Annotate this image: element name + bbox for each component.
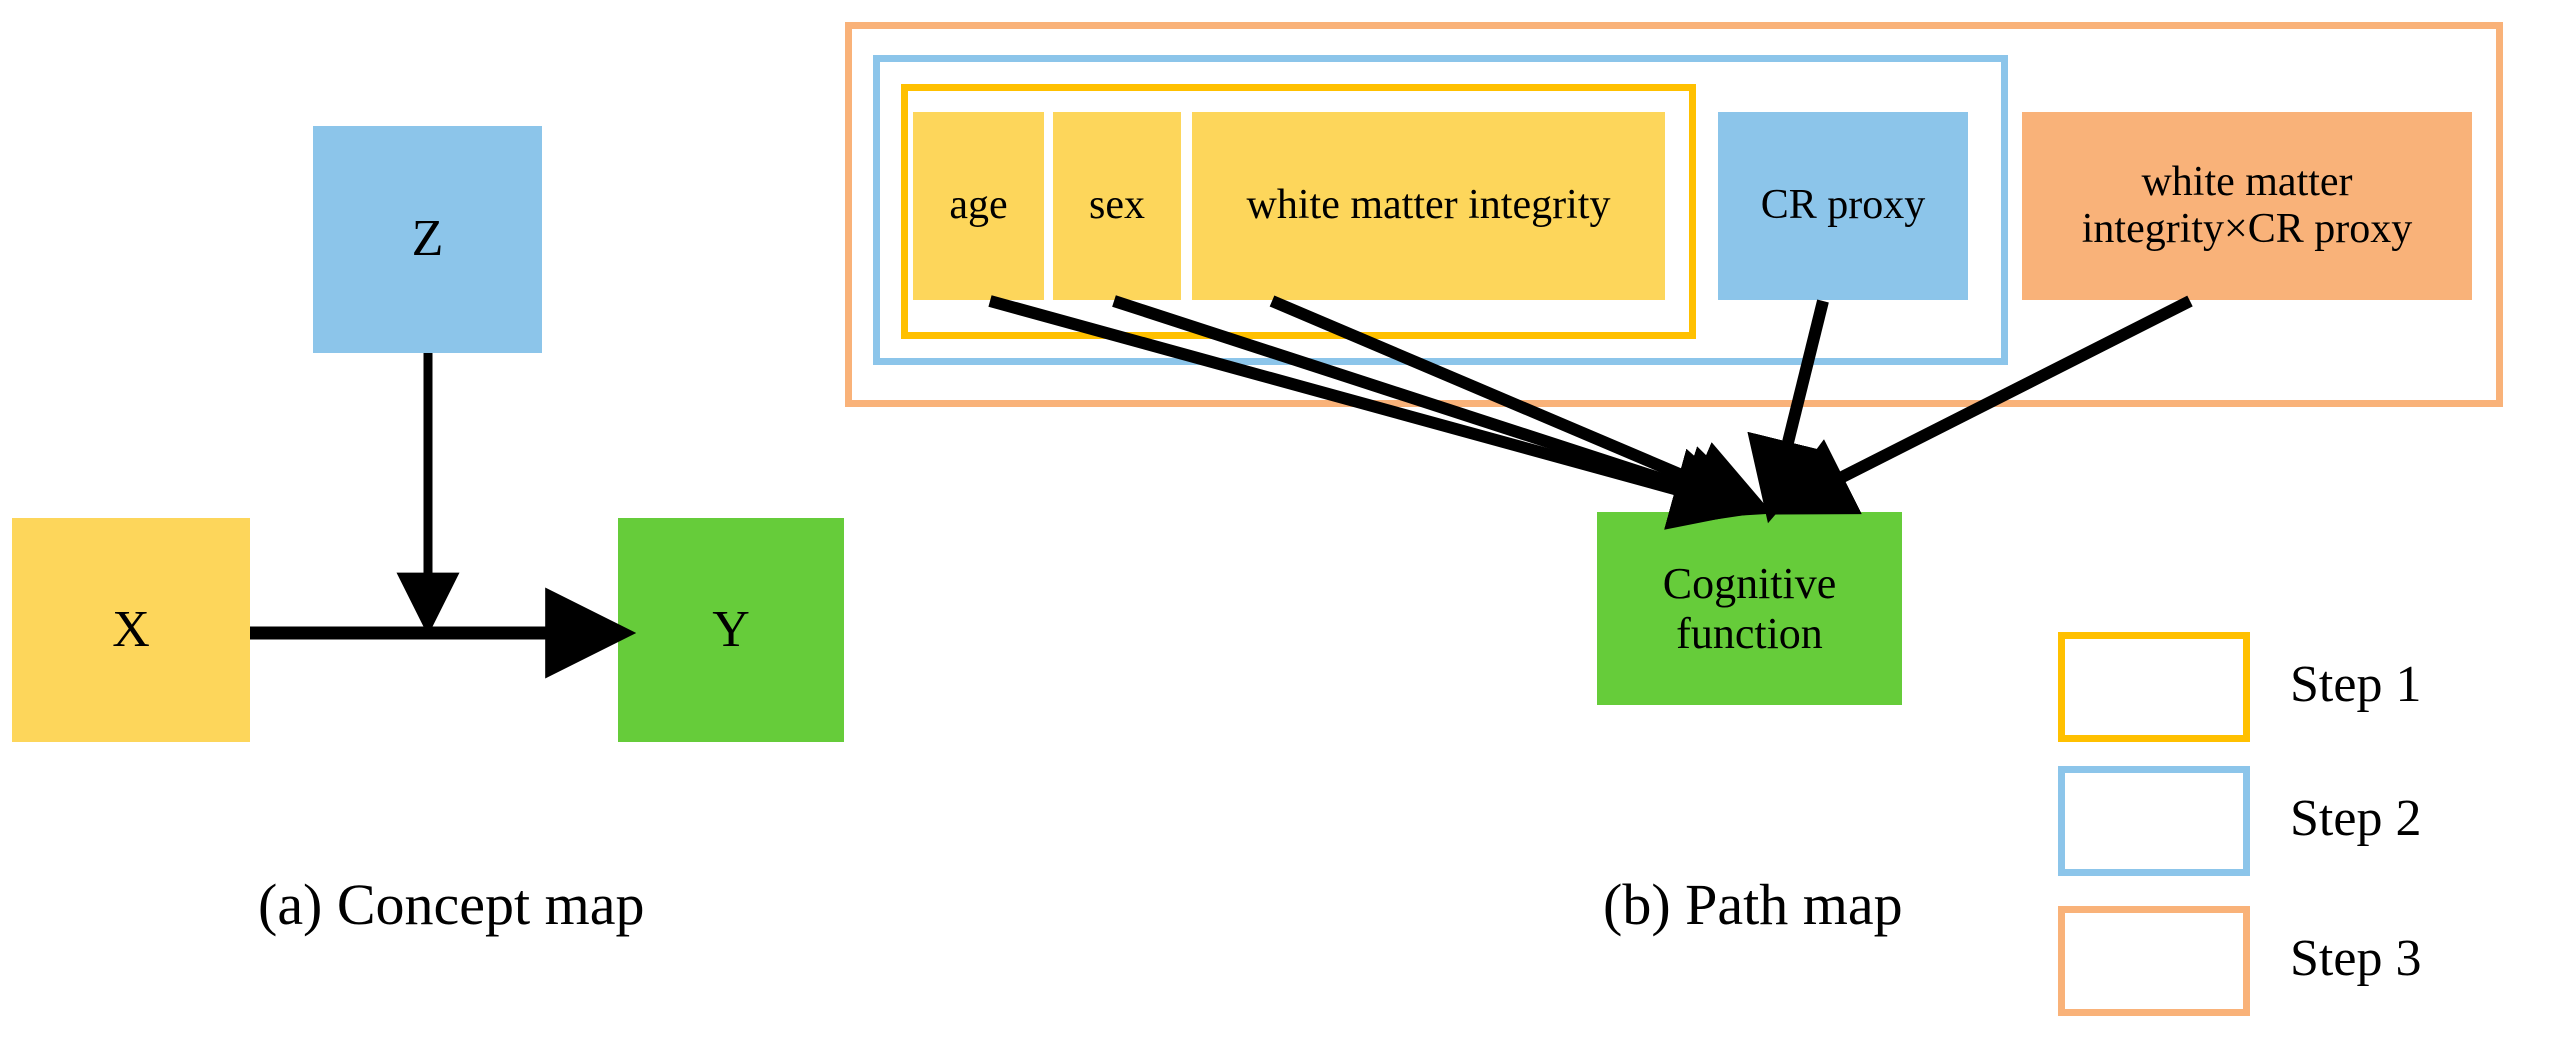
node-x[interactable]: X xyxy=(12,518,250,742)
node-y-label: Y xyxy=(712,600,750,658)
legend-label-step3: Step 3 xyxy=(2290,930,2422,987)
node-age[interactable]: age xyxy=(913,112,1044,300)
legend-swatch-step1 xyxy=(2058,632,2250,742)
node-cognitive-function[interactable]: Cognitive function xyxy=(1597,512,1902,705)
node-interaction[interactable]: white matter integrity×CR proxy xyxy=(2022,112,2472,300)
node-z-label: Z xyxy=(411,210,444,268)
node-sex-label: sex xyxy=(1089,182,1145,229)
node-age-label: age xyxy=(949,182,1008,229)
legend-label-step2: Step 2 xyxy=(2290,790,2422,847)
node-interaction-label: white matter integrity×CR proxy xyxy=(2081,158,2413,252)
panel-b-caption: (b) Path map xyxy=(1603,872,1903,937)
node-cr-proxy-label: CR proxy xyxy=(1760,182,1926,229)
panel-a-caption: (a) Concept map xyxy=(258,872,645,937)
legend-swatch-step3 xyxy=(2058,906,2250,1016)
node-white-matter-integrity-label: white matter integrity xyxy=(1246,182,1611,229)
legend-swatch-step2 xyxy=(2058,766,2250,876)
node-x-label: X xyxy=(112,600,150,658)
legend-label-step1: Step 1 xyxy=(2290,656,2422,713)
node-cognitive-function-label: Cognitive function xyxy=(1662,559,1837,658)
node-cr-proxy[interactable]: CR proxy xyxy=(1718,112,1968,300)
node-white-matter-integrity[interactable]: white matter integrity xyxy=(1192,112,1665,300)
node-y[interactable]: Y xyxy=(618,518,844,742)
node-sex[interactable]: sex xyxy=(1053,112,1181,300)
node-z[interactable]: Z xyxy=(313,126,542,353)
